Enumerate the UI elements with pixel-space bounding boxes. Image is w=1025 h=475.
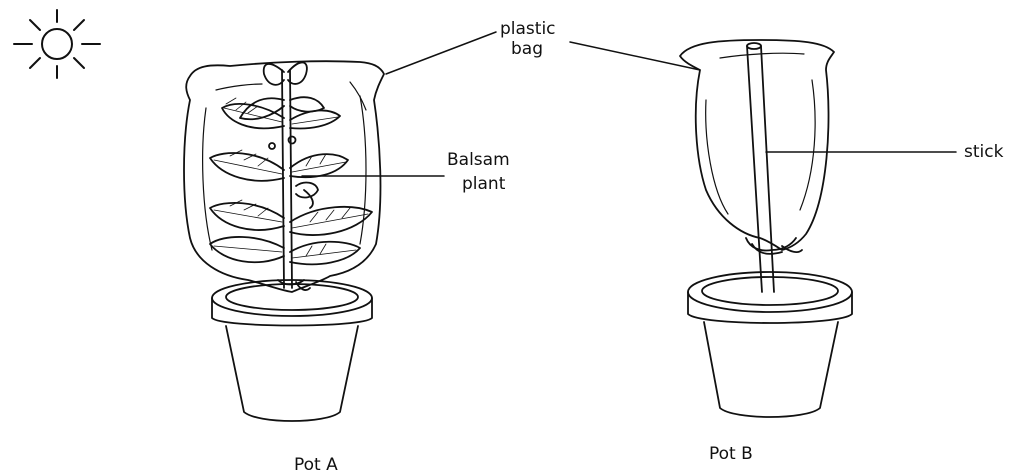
leader-lines [302,32,956,176]
label-plant: plant [462,174,506,194]
label-stick: stick [964,142,1004,162]
label-plastic: plastic [500,19,556,39]
pot-a-setup [184,61,384,421]
pot-b-setup [680,40,852,417]
pot-b [688,272,852,417]
leader-plastic-bag-a [386,32,496,74]
label-bag: bag [511,39,543,59]
label-pot-b: Pot B [709,444,753,464]
pot-a [212,280,372,421]
label-pot-a: Pot A [294,455,338,475]
sun-icon [14,10,100,78]
label-balsam: Balsam [447,150,510,170]
